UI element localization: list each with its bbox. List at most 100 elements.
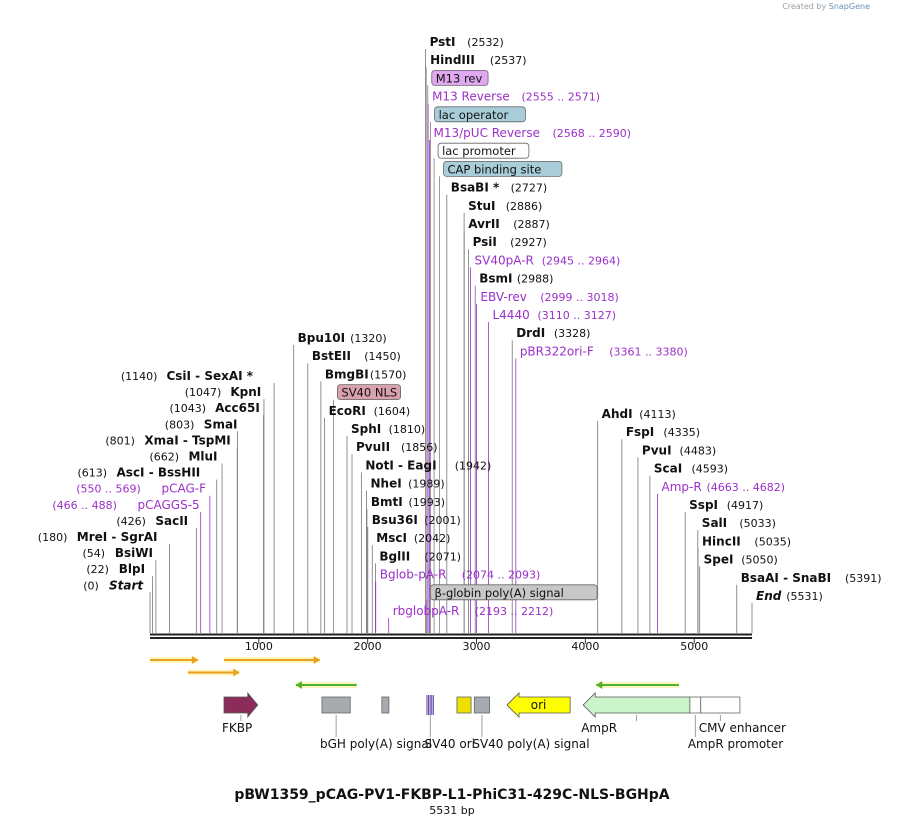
site-bmti: BmtI(1993): [366, 495, 445, 633]
site-bsiwi: BsiWI (54): [82, 546, 157, 633]
site-position: (1942): [455, 459, 492, 472]
site-name: MscI: [376, 531, 407, 545]
feature-label: AmpR: [581, 721, 617, 735]
feature-label-text: M13 rev: [436, 71, 483, 85]
feature-bar: [431, 695, 433, 715]
site-name: XmaI - TspMI: [144, 433, 230, 447]
site-sv40-nls: SV40 NLS: [332, 384, 401, 633]
feature-label-box: [336, 384, 401, 401]
site-hincii: HincII(5035): [697, 534, 791, 633]
feature-bar: [426, 695, 428, 715]
site-name: BstEII: [312, 349, 351, 363]
site-pvui: PvuI(4483): [637, 443, 716, 633]
site-position: (1043): [170, 402, 207, 415]
site-name: EBV-rev: [480, 290, 526, 304]
feature-label-box: [430, 584, 598, 601]
site-name: PvuI: [642, 443, 672, 457]
site-position: (3328): [554, 327, 591, 340]
site-rbglobpa-r: rbglobpA-R(2193 .. 2212): [388, 604, 553, 633]
feature-bar: [432, 695, 434, 715]
site-name: NheI: [370, 477, 401, 491]
site-name: Acc65I: [215, 401, 260, 415]
site-position: (4593): [692, 463, 729, 476]
site-kpni: KpnI(1047): [185, 385, 265, 633]
feature-shape: [381, 696, 390, 714]
site-bsu36i: Bsu36I(2001): [367, 513, 461, 633]
orf-arrowhead: [295, 681, 302, 689]
site-pvuii: PvuII(1856): [351, 440, 438, 633]
site-name: M13/pUC Reverse: [434, 126, 541, 140]
site-position: (1856): [401, 441, 438, 454]
site-name: BsaBI *: [451, 181, 500, 195]
site-bpu10i: Bpu10I(1320): [293, 331, 387, 633]
site-name: L4440: [492, 308, 529, 322]
site-avrii: AvrII(2887): [463, 217, 550, 633]
site-position: (3110 .. 3127): [537, 309, 616, 322]
site-position: (2999 .. 3018): [540, 291, 619, 304]
feature-label: FKBP: [222, 721, 252, 735]
site-position: (2727): [511, 182, 548, 195]
site-msci: MscI (2042): [371, 531, 451, 633]
site-name: ScaI: [654, 462, 682, 476]
site-pbr322ori-f: pBR322ori-F(3361 .. 3380): [515, 344, 688, 633]
site-name: BlpI: [119, 562, 145, 576]
site-name: SalI: [702, 516, 727, 530]
site-position: (5050): [741, 554, 778, 567]
feature-bar: [429, 695, 431, 715]
site-name: AscI - BssHII: [117, 466, 201, 480]
site-ahdi: AhdI(4113): [597, 407, 676, 633]
feature-label-text: SV40 NLS: [341, 386, 397, 400]
site-position: (2988): [517, 273, 554, 286]
site-pcag-f: pCAG-F(550 .. 569): [76, 482, 211, 633]
site-position: (466 .. 488): [52, 499, 117, 512]
site-position: (4113): [639, 408, 676, 421]
feature-shape: [582, 692, 691, 718]
site-name: Bglob-pA-R: [380, 568, 447, 582]
site-acc65i: Acc65I (1043): [170, 401, 264, 633]
site-name: BsiWI: [115, 546, 153, 560]
feature-label: SV40 poly(A) signal: [472, 737, 589, 751]
feature-label-box: [434, 106, 526, 123]
site-position: (1810): [389, 423, 426, 436]
site-position: (2886): [506, 200, 543, 213]
feature-label-text: lac promoter: [442, 144, 516, 158]
site-amp-r: Amp-R(4663 .. 4682): [657, 480, 786, 633]
feature-label-box: [431, 70, 489, 86]
site-name: BmtI: [371, 495, 403, 509]
site-position: (550 .. 569): [76, 483, 141, 496]
site-name: KpnI: [230, 385, 261, 399]
site-name: rbglobpA-R: [393, 604, 460, 618]
site-position: (4917): [727, 499, 764, 512]
site-position: (2927): [510, 236, 547, 249]
site-position: (2887): [513, 218, 550, 231]
axis-tick-label: 4000: [571, 640, 599, 653]
site-sacii: SacII(426): [116, 514, 197, 633]
site-position: (2532): [467, 36, 504, 49]
site-position: (801): [105, 434, 135, 447]
site-position: (2071): [424, 550, 461, 563]
site-bsteii: BstEII(1450): [307, 349, 401, 633]
orf-arrowhead: [596, 681, 603, 689]
axis-tick-label: 2000: [354, 640, 382, 653]
site-fspi: FspI(4335): [621, 425, 700, 633]
site-position: (180): [38, 531, 68, 544]
feature-shape: [223, 691, 259, 719]
site-name: SacII: [155, 514, 188, 528]
site-drdi: DrdI(3328): [511, 326, 591, 633]
site-m13-reverse: M13 Reverse(2555 .. 2571): [427, 90, 600, 633]
feature-shape: [473, 696, 490, 714]
site-sspi: SspI(4917): [684, 498, 764, 633]
site-position: (2042): [414, 532, 451, 545]
site-pcaggs-5: pCAGGS-5(466 .. 488): [52, 498, 202, 633]
site-noti-eagi: NotI - EagI(1942): [360, 458, 492, 633]
site-bmgbi: BmgBI(1570): [320, 367, 406, 633]
feature-shape: [700, 696, 741, 714]
site-position: (54): [82, 547, 105, 560]
site-name: MreI - SgrAI: [77, 530, 158, 544]
site-name: SpeI: [704, 553, 734, 567]
site-name: Start: [109, 578, 144, 592]
site-csii-sexai: CsiI - SexAI *(1140): [121, 369, 275, 633]
site-position: (803): [165, 418, 195, 431]
site-position: (4663 .. 4682): [707, 481, 786, 494]
